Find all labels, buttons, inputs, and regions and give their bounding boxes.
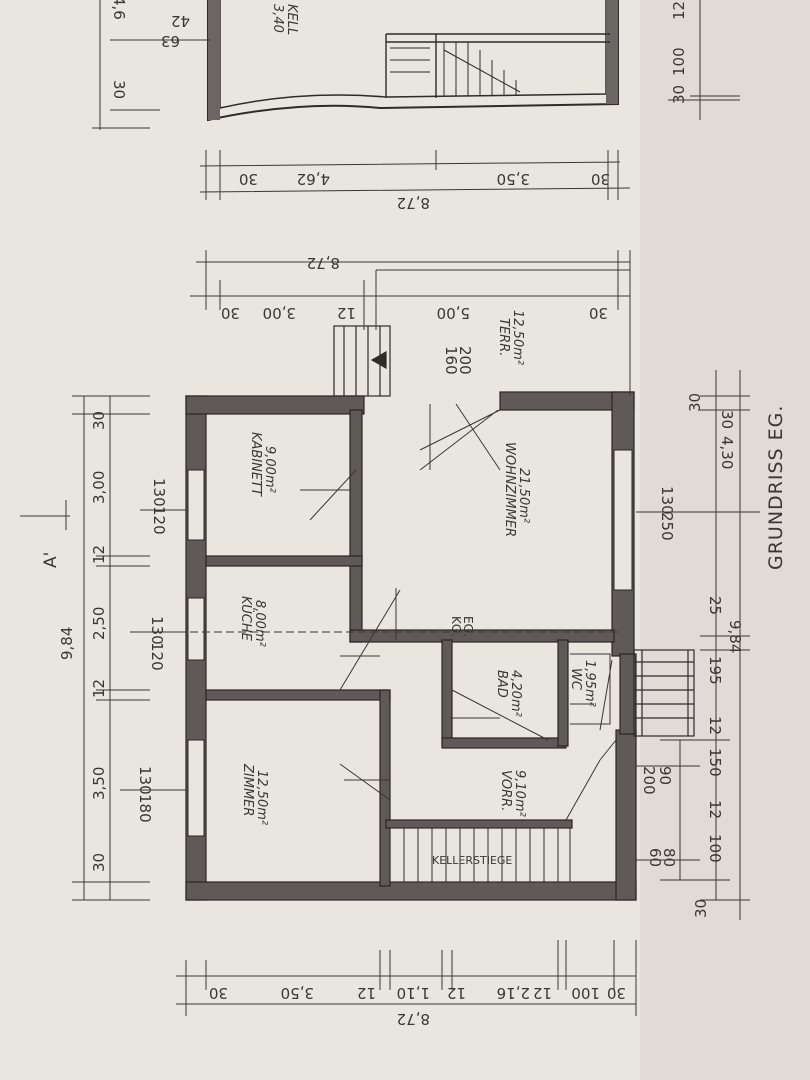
- dim-right-195: 195: [706, 656, 724, 685]
- entrance-steps: [633, 649, 695, 737]
- dim-right-80: 80: [660, 848, 678, 867]
- dim-bot-total: 8,72: [397, 1010, 430, 1028]
- left-dimension-lines: [20, 395, 186, 901]
- dim-right-130: 130: [658, 486, 676, 515]
- dim-right-430: 4,30: [718, 436, 736, 469]
- dim-bot-350: 3,50: [281, 984, 314, 1002]
- dim-right-150: 150: [706, 748, 724, 777]
- room-terrasse-name: TERR.: [496, 318, 511, 356]
- dim-right-30b: 30: [692, 899, 710, 918]
- dim-right-30: 30: [686, 393, 704, 412]
- dim-top-12: 12: [337, 304, 356, 322]
- cel-dim-30b: 30: [591, 170, 610, 188]
- cel-dim-30: 30: [110, 80, 128, 99]
- dim-right-12: 12: [706, 716, 724, 735]
- dim-left-30a: 30: [90, 411, 108, 430]
- dim-left-350: 3,50: [90, 767, 108, 800]
- room-kueche-name: KÜCHE: [238, 596, 255, 642]
- room-terrasse-area: 12,50m²: [510, 310, 525, 365]
- drawing-title: GRUNDRISS EG.: [765, 405, 787, 570]
- room-zimmer-name: ZIMMER: [240, 763, 255, 816]
- dim-left-total: 9,84: [58, 627, 76, 660]
- cel-dim-30a: 30: [239, 170, 258, 188]
- room-kueche-area: 8,00m²: [252, 600, 267, 647]
- dim-right-90: 90: [656, 766, 674, 785]
- room-bad-name: BAD: [494, 670, 509, 698]
- dim-left-12a: 12: [90, 545, 108, 564]
- room-kabinett-name: KABINETT: [248, 432, 263, 497]
- dim-bot-12c: 12: [533, 984, 552, 1002]
- cel-dim-63: 63: [161, 32, 180, 50]
- room-zimmer-area: 12,50m²: [254, 770, 269, 825]
- cel-dim-4: 4,6: [110, 0, 128, 20]
- dim-bot-30a: 30: [209, 984, 228, 1002]
- room-kabinett-area: 9,00m²: [262, 446, 277, 493]
- interior-lines: [130, 403, 620, 821]
- dim-win-130b: 130: [148, 616, 166, 645]
- dim-right-12b: 12: [706, 800, 724, 819]
- room-wohnzimmer-name: WOHNZIMMER: [502, 442, 517, 537]
- dim-left-12b: 12: [90, 679, 108, 698]
- dim-top-500: 5,00: [437, 304, 470, 322]
- dim-bot-110: 1,10: [397, 984, 430, 1002]
- eg-mark: EG.: [461, 616, 475, 637]
- dim-win-130a: 130: [150, 478, 168, 507]
- room-wc-name: WC: [568, 668, 583, 691]
- room-wohnzimmer-area: 21,50m²: [516, 468, 531, 523]
- dim-right-30c: 30: [718, 410, 736, 429]
- dim-right-250: 250: [658, 512, 676, 541]
- dim-win-180: 180: [136, 794, 154, 823]
- cellar-label: KELL: [284, 4, 299, 35]
- dim-top-30b: 30: [589, 304, 608, 322]
- cel-dim-total: 8,72: [397, 194, 430, 212]
- dim-right-60: 60: [646, 848, 664, 867]
- dim-right-100: 100: [706, 834, 724, 863]
- dim-bot-100: 100: [571, 984, 600, 1002]
- room-wc-area: 1,95m²: [582, 660, 597, 707]
- dim-right-total: 9,84: [726, 620, 744, 653]
- dim-bot-216: 2,16: [497, 984, 530, 1002]
- dim-bot-12b: 12: [447, 984, 466, 1002]
- cel-dim-r12: 12: [670, 1, 688, 20]
- dim-left-250: 2,50: [90, 607, 108, 640]
- cellar-area: 3,40: [270, 4, 285, 33]
- cellar-stair-ground: [389, 827, 571, 883]
- kg-mark: KG.: [449, 616, 463, 637]
- cel-dim-462: 4,62: [297, 170, 330, 188]
- cel-dim-350: 3,50: [497, 170, 530, 188]
- dim-win-120a: 120: [150, 506, 168, 535]
- cel-dim-r30: 30: [670, 85, 688, 104]
- cellar-dimension-lines: [92, 0, 740, 200]
- dim-bot-12a: 12: [357, 984, 376, 1002]
- dim-right-200: 200: [640, 766, 658, 795]
- dim-top-300: 3,00: [263, 304, 296, 322]
- bottom-dimension-lines: [176, 940, 637, 1016]
- stair-label: KELLERSTIEGE: [432, 854, 512, 867]
- dim-win-130c: 130: [136, 766, 154, 795]
- cellar-plan: [207, 0, 619, 122]
- dim-top-30a: 30: [221, 304, 240, 322]
- cel-dim-42: 42: [171, 12, 190, 30]
- room-vorraum-name: VORR.: [498, 770, 513, 811]
- dim-right-25: 25: [706, 596, 724, 615]
- dim-left-30b: 30: [90, 853, 108, 872]
- dim-door-200: 200: [456, 346, 474, 375]
- cel-dim-r100: 100: [670, 47, 688, 76]
- section-mark: A': [41, 552, 61, 568]
- dim-win-120b: 120: [148, 642, 166, 671]
- room-bad-area: 4,20m²: [508, 670, 523, 717]
- dim-door-160: 160: [442, 346, 460, 375]
- room-vorraum-area: 9,10m²: [512, 770, 527, 817]
- dim-left-300: 3,00: [90, 471, 108, 504]
- dim-top-total: 8,72: [307, 254, 340, 272]
- terrace-steps: [333, 325, 391, 397]
- dim-bot-30b: 30: [607, 984, 626, 1002]
- right-dimension-lines: [636, 370, 760, 920]
- windows: [187, 449, 633, 837]
- top-dimension-lines: [190, 250, 631, 396]
